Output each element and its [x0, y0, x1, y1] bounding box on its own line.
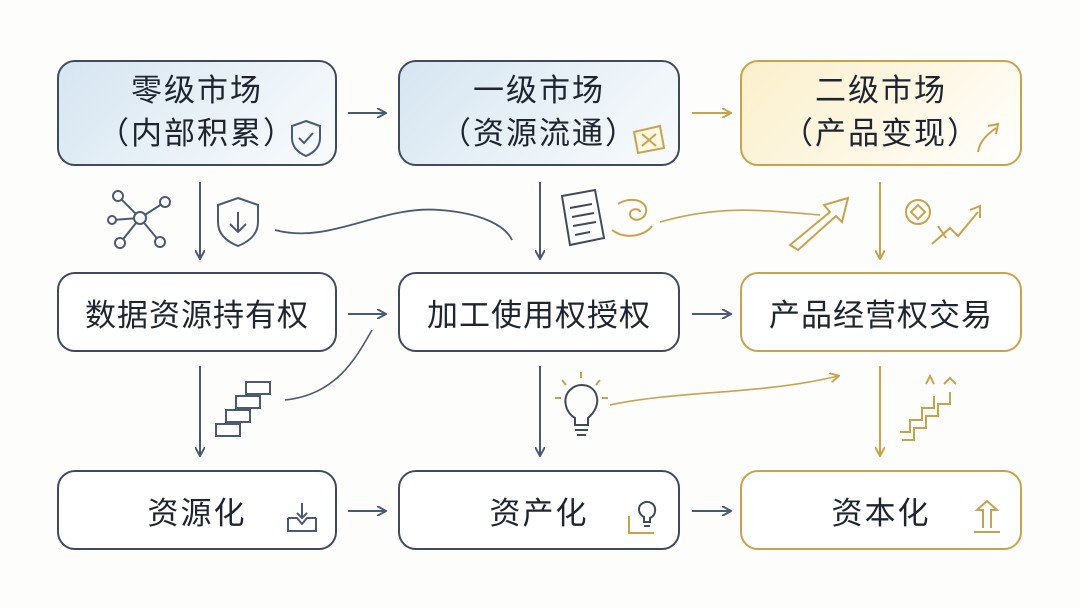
capital-stage-label: 资本化: [831, 495, 931, 532]
zero-market-box: 零级市场 （内部积累）: [57, 60, 337, 166]
rising-arrow-icon: [788, 196, 850, 252]
holding-right-label: 数据资源持有权: [85, 297, 309, 334]
asset-stage-label: 资产化: [489, 495, 589, 532]
asset-stage-box: 资产化: [398, 470, 680, 550]
capital-stage-box: 资本化: [740, 470, 1022, 550]
secondary-market-title: 二级市场: [815, 73, 947, 109]
growth-arrow-icon: [977, 122, 1000, 153]
document-icon: [560, 188, 606, 247]
inbox-download-icon: [287, 503, 317, 532]
curve-doc-to-secondary: [659, 209, 821, 223]
resource-stage-label: 资源化: [147, 495, 247, 532]
holding-right-box: 数据资源持有权: [57, 272, 337, 352]
primary-market-subtitle: （资源流通）: [440, 116, 638, 152]
processing-right-box: 加工使用权授权: [398, 272, 680, 352]
processing-right-label: 加工使用权授权: [427, 297, 651, 334]
primary-market-title: 一级市场: [473, 73, 605, 109]
upload-arrow-icon: [974, 499, 1000, 533]
zero-market-subtitle: （内部积累）: [98, 116, 296, 152]
secondary-market-subtitle: （产品变现）: [782, 116, 980, 152]
curve-bulb-to-operation: [609, 376, 838, 406]
curve-holding-to-stairs: [284, 329, 373, 401]
shield-down-icon: [217, 196, 259, 248]
resource-stage-box: 资源化: [57, 470, 337, 550]
zigzag-up-icon: [931, 204, 981, 245]
primary-market-box: 一级市场 （资源流通）: [398, 60, 680, 166]
zero-market-title: 零级市场: [131, 73, 263, 109]
stairs-up-icon: [900, 373, 957, 441]
curve-shield-to-doc: [274, 208, 513, 241]
secondary-market-box: 二级市场 （产品变现）: [740, 60, 1022, 166]
idea-box-icon: [628, 501, 657, 534]
network-icon: [107, 190, 171, 249]
lightbulb-icon: [555, 372, 608, 436]
operation-right-box: 产品经营权交易: [740, 272, 1022, 352]
stairs-icon: [215, 381, 271, 437]
exchange-icon: [632, 124, 666, 155]
shield-check-icon: [291, 119, 321, 158]
swirl-icon: [611, 198, 653, 237]
coin-icon: [905, 199, 931, 225]
operation-right-label: 产品经营权交易: [769, 297, 993, 334]
